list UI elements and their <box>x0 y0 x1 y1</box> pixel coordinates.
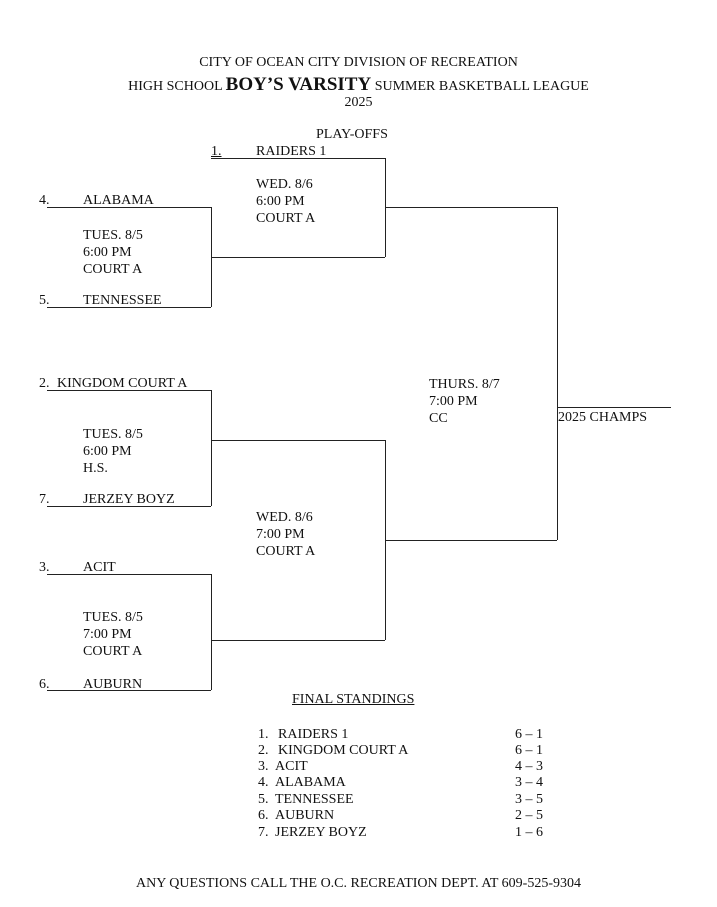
seed-5-line <box>47 307 211 308</box>
game-3v6-connector <box>211 574 212 690</box>
seed-4-line <box>47 207 211 208</box>
game-2v7-date: TUES. 8/5 <box>83 427 143 442</box>
seed-4-number: 4. <box>39 193 50 208</box>
seed-4-team: ALABAMA <box>83 193 154 208</box>
standings-team: RAIDERS 1 <box>278 727 349 742</box>
winner-2v7-line <box>211 440 385 441</box>
standings-title: FINAL STANDINGS <box>292 692 415 707</box>
semi-bottom-time: 7:00 PM <box>256 527 305 542</box>
game-4v5-time: 6:00 PM <box>83 245 132 260</box>
seed-3-team: ACIT <box>83 560 116 575</box>
semi-top-winner-line <box>385 207 557 208</box>
seed-3-line <box>47 574 211 575</box>
semi-top-date: WED. 8/6 <box>256 177 313 192</box>
standings-record: 2 – 5 <box>515 808 543 823</box>
seed-2-number: 2. <box>39 376 50 391</box>
standings-team: KINGDOM COURT A <box>278 743 409 758</box>
final-court: CC <box>429 411 448 426</box>
game-4v5-connector <box>211 207 212 307</box>
seed-5-team: TENNESSEE <box>83 293 162 308</box>
standings-rank: 5. <box>258 792 269 807</box>
seed-3-number: 3. <box>39 560 50 575</box>
seed-1-number: 1. <box>211 144 222 159</box>
seed-2-line <box>47 390 211 391</box>
standings-record: 1 – 6 <box>515 825 543 840</box>
final-date: THURS. 8/7 <box>429 377 500 392</box>
semi-top-time: 6:00 PM <box>256 194 305 209</box>
final-time: 7:00 PM <box>429 394 478 409</box>
semi-bottom-winner-line <box>385 540 557 541</box>
champion-line <box>557 407 671 408</box>
footer-contact: ANY QUESTIONS CALL THE O.C. RECREATION D… <box>135 876 581 891</box>
standings-record: 3 – 4 <box>515 775 543 790</box>
league-division: BOY’S VARSITY <box>225 74 372 95</box>
winner-3v6-line <box>211 640 385 641</box>
standings-team: ALABAMA <box>275 775 346 790</box>
seed-1-team: RAIDERS 1 <box>256 144 327 159</box>
game-2v7-court: H.S. <box>83 461 108 476</box>
standings-team: ACIT <box>275 759 308 774</box>
game-4v5-date: TUES. 8/5 <box>83 228 143 243</box>
header-year: 2025 <box>344 95 373 110</box>
semi-bottom-date: WED. 8/6 <box>256 510 313 525</box>
game-3v6-date: TUES. 8/5 <box>83 610 143 625</box>
standings-record: 6 – 1 <box>515 727 543 742</box>
seed-6-team: AUBURN <box>83 677 143 692</box>
standings-rank: 2. <box>258 743 269 758</box>
seed-7-line <box>47 506 211 507</box>
header-league-title: HIGH SCHOOL BOY’S VARSITY SUMMER BASKETB… <box>0 74 717 98</box>
seed-2-team: KINGDOM COURT A <box>57 376 188 391</box>
league-prefix: HIGH SCHOOL <box>128 79 223 94</box>
winner-4v5-line <box>211 257 385 258</box>
standings-rank: 7. <box>258 825 269 840</box>
seed-1-line <box>211 158 385 159</box>
playoffs-heading: PLAY-OFFS <box>316 127 388 142</box>
game-3v6-time: 7:00 PM <box>83 627 132 642</box>
league-suffix: SUMMER BASKETBALL LEAGUE <box>374 79 589 94</box>
final-connector <box>557 207 558 540</box>
seed-7-team: JERZEY BOYZ <box>83 492 175 507</box>
header-organization: CITY OF OCEAN CITY DIVISION OF RECREATIO… <box>199 55 518 70</box>
standings-team: AUBURN <box>275 808 335 823</box>
game-2v7-connector <box>211 390 212 506</box>
seed-7-number: 7. <box>39 492 50 507</box>
semi-top-court: COURT A <box>256 211 316 226</box>
champion-label: 2025 CHAMPS <box>558 410 648 425</box>
semi-bottom-court: COURT A <box>256 544 316 559</box>
seed-6-number: 6. <box>39 677 50 692</box>
standings-team: TENNESSEE <box>275 792 354 807</box>
seed-6-line <box>47 690 211 691</box>
seed-5-number: 5. <box>39 293 50 308</box>
standings-rank: 6. <box>258 808 269 823</box>
game-2v7-time: 6:00 PM <box>83 444 132 459</box>
standings-rank: 3. <box>258 759 269 774</box>
standings-rank: 4. <box>258 775 269 790</box>
standings-record: 4 – 3 <box>515 759 543 774</box>
standings-record: 6 – 1 <box>515 743 543 758</box>
game-3v6-court: COURT A <box>83 644 143 659</box>
standings-team: JERZEY BOYZ <box>275 825 367 840</box>
standings-record: 3 – 5 <box>515 792 543 807</box>
game-4v5-court: COURT A <box>83 262 143 277</box>
standings-rank: 1. <box>258 727 269 742</box>
